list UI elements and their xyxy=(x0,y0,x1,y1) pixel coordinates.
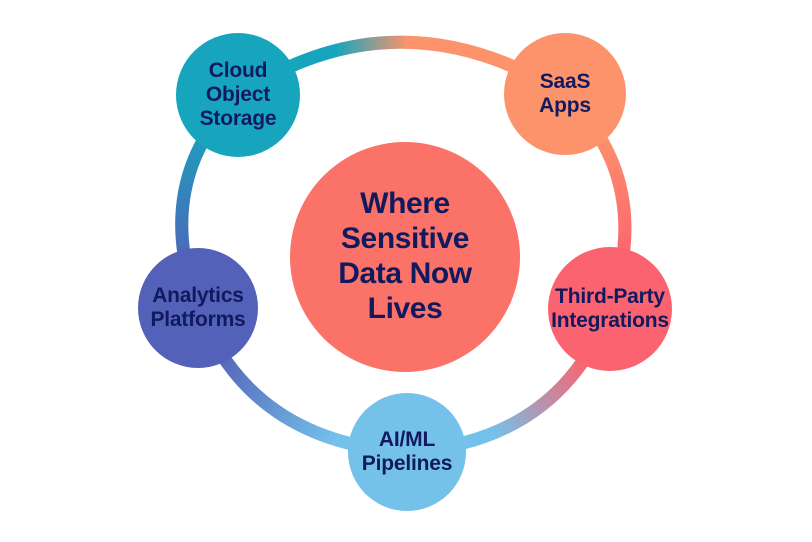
cloud-object-storage[interactable] xyxy=(176,33,300,157)
node-layer xyxy=(138,33,672,511)
ai-ml-pipelines-circle xyxy=(348,393,466,511)
ai-ml-pipelines[interactable] xyxy=(348,393,466,511)
analytics-platforms-circle xyxy=(138,248,258,368)
center-node-circle xyxy=(290,142,520,372)
third-party-integrations[interactable] xyxy=(548,247,672,371)
saas-apps-circle xyxy=(504,33,626,155)
analytics-platforms[interactable] xyxy=(138,248,258,368)
center-node[interactable] xyxy=(290,142,520,372)
third-party-integrations-circle xyxy=(548,247,672,371)
cloud-object-storage-circle xyxy=(176,33,300,157)
saas-apps[interactable] xyxy=(504,33,626,155)
